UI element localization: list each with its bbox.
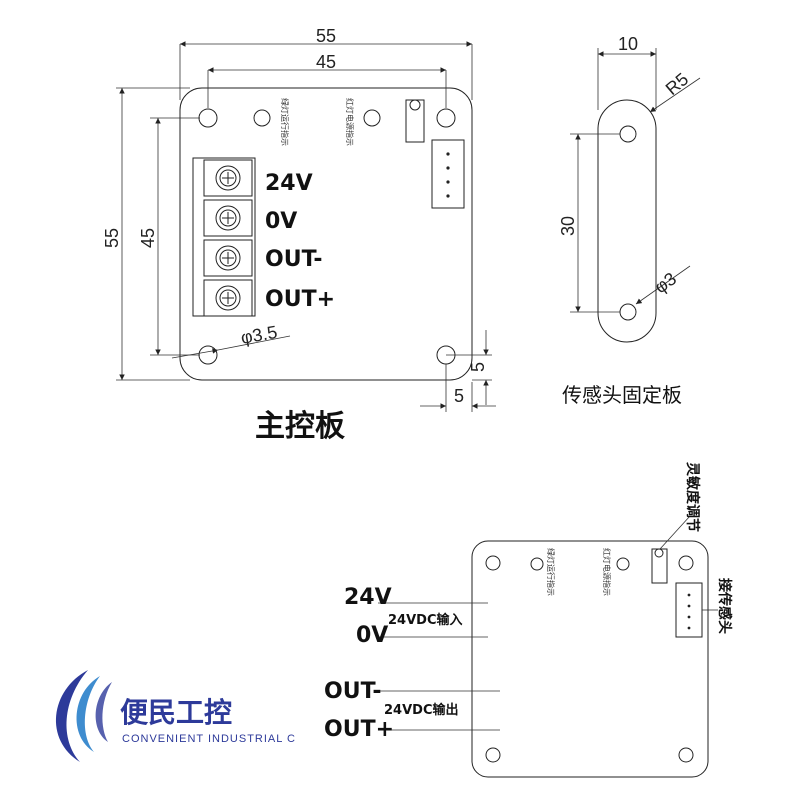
green-led — [530, 557, 544, 571]
wiring-label-input: 24VDC输入 — [388, 612, 462, 628]
dim-hole-main: φ3.5 — [239, 322, 279, 348]
wiring-label-output: 24VDC输出 — [384, 702, 458, 718]
dim-height-inner: 45 — [138, 228, 158, 248]
sensor-hole-bottom — [619, 303, 637, 321]
mount-hole — [678, 555, 694, 571]
potentiometer — [405, 99, 425, 143]
wiring-green-indicator-label: 绿灯运行指示 — [546, 548, 556, 596]
brand-logo: 便民工控 CONVENIENT INDUSTRIAL C — [56, 670, 296, 762]
wiring-label-0v: 0V — [356, 623, 388, 648]
dim-plate-spacing: 30 — [558, 216, 578, 236]
sensor-plate-outline — [597, 99, 657, 343]
main-board — [179, 87, 473, 381]
mount-hole — [436, 108, 456, 128]
red-indicator-label: 红灯电源指示 — [345, 98, 355, 146]
dim-width-inner: 45 — [316, 52, 336, 72]
sensor-plate-title: 传感头固定板 — [562, 383, 682, 407]
mount-hole — [198, 108, 218, 128]
potentiometer — [651, 548, 668, 584]
red-led — [616, 557, 630, 571]
sensor-plate — [597, 99, 657, 343]
connector-pins — [687, 593, 691, 630]
sensor-plate-dimensions — [570, 48, 701, 313]
wiring-red-indicator-label: 红灯电源指示 — [602, 548, 612, 596]
terminal-label-0v: 0V — [265, 209, 297, 234]
potentiometer-knob — [654, 548, 664, 558]
green-led — [253, 109, 271, 127]
green-indicator-label: 绿灯运行指示 — [280, 98, 290, 146]
terminal-screws — [215, 165, 241, 311]
dim-offset-h: 5 — [454, 386, 464, 406]
terminal-label-out-minus: OUT- — [265, 247, 322, 272]
connector-pins — [446, 152, 450, 198]
sensor-connector — [431, 139, 465, 209]
terminal-label-out-plus: OUT+ — [265, 287, 335, 312]
main-board-outline — [179, 87, 473, 381]
wiring-label-out-plus: OUT+ — [324, 717, 394, 742]
wiring-board — [471, 540, 709, 778]
logo-english-name: CONVENIENT INDUSTRIAL C — [122, 733, 296, 745]
dim-offset-v: 5 — [468, 362, 488, 372]
mount-hole — [198, 345, 218, 365]
sensor-hole-top — [619, 125, 637, 143]
main-board-dimensions — [116, 41, 496, 412]
dim-plate-width: 10 — [618, 34, 638, 54]
wiring-label-out-minus: OUT- — [324, 679, 381, 704]
wiring-leads — [378, 515, 718, 731]
mount-hole — [485, 747, 501, 763]
terminal-block — [192, 157, 256, 317]
dim-plate-radius: R5 — [662, 69, 692, 99]
red-led — [363, 109, 381, 127]
main-board-title: 主控板 — [255, 409, 345, 444]
dim-width-outer: 55 — [316, 26, 336, 46]
sensitivity-label: 灵敏度调节 — [684, 462, 701, 532]
logo-chinese-name: 便民工控 — [120, 696, 232, 729]
mount-hole — [485, 555, 501, 571]
terminal-label-24v: 24V — [265, 171, 313, 196]
dim-plate-hole: φ3 — [651, 268, 680, 297]
wiring-board-outline — [471, 540, 709, 778]
potentiometer-knob — [409, 99, 421, 111]
wiring-label-24v: 24V — [344, 585, 392, 610]
sensor-connection-label: 接传感头 — [716, 578, 733, 634]
dim-height-outer: 55 — [102, 228, 122, 248]
logo-swoosh-icon — [56, 670, 88, 762]
mount-hole — [678, 747, 694, 763]
